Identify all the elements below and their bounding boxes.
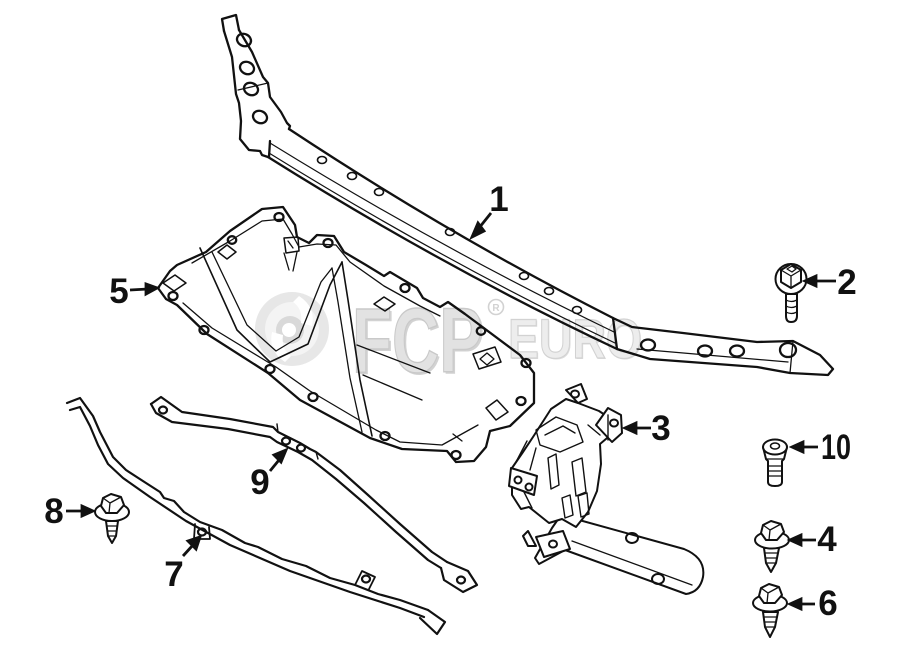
svg-text:R: R — [492, 303, 500, 314]
svg-text:2: 2 — [837, 263, 856, 302]
svg-text:8: 8 — [44, 492, 63, 531]
svg-text:9: 9 — [250, 463, 269, 502]
svg-text:10: 10 — [821, 428, 851, 467]
svg-text:FCP: FCP — [354, 292, 485, 394]
svg-text:3: 3 — [651, 409, 670, 448]
svg-text:5: 5 — [109, 272, 128, 311]
svg-text:EURO: EURO — [509, 308, 643, 371]
svg-text:4: 4 — [817, 520, 837, 559]
svg-text:6: 6 — [818, 584, 837, 623]
svg-text:EURO: EURO — [508, 307, 642, 370]
svg-text:1: 1 — [489, 180, 508, 219]
svg-text:FCP: FCP — [352, 290, 483, 392]
svg-text:7: 7 — [164, 555, 183, 594]
